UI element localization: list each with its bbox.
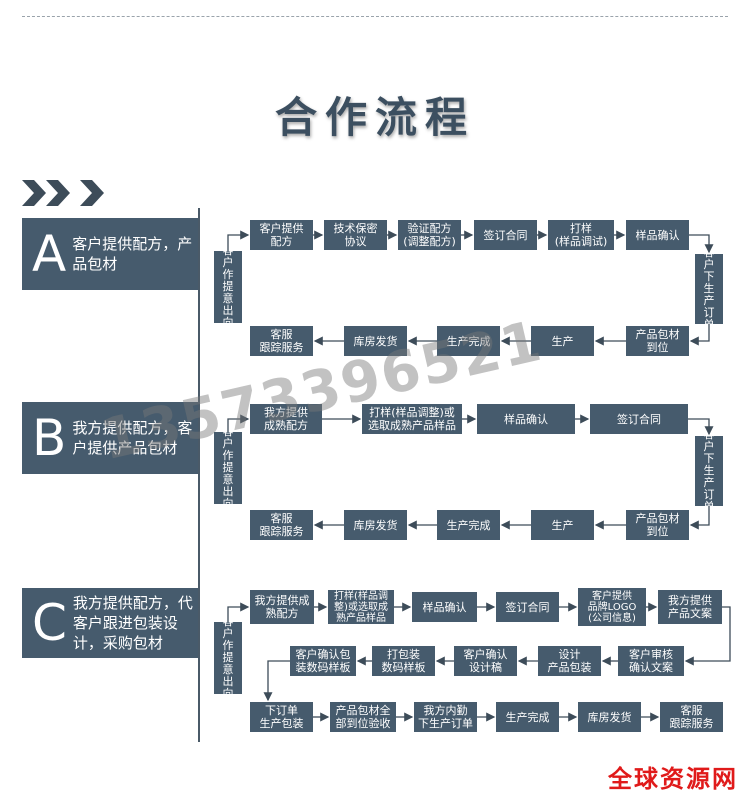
a-bottom-node: 库房发货 <box>344 326 407 356</box>
section-a-letter: A <box>32 225 67 283</box>
c-row3-node: 我方内勤 下生产订单 <box>414 702 477 732</box>
section-a-text: 客户提供配方，产品包材 <box>72 235 193 273</box>
c-row3-node: 客服 跟踪服务 <box>660 702 723 732</box>
b-bottom-node: 客服 跟踪服务 <box>250 510 313 540</box>
c-row3-node: 产品包材全 部到位验收 <box>330 702 396 732</box>
c-row2-node: 打包装 数码样板 <box>372 646 435 676</box>
a-top-node: 验证配方 (调整配方) <box>398 220 461 250</box>
b-bottom-node: 产品包材 到位 <box>626 510 689 540</box>
a-top-node: 客户提供 配方 <box>250 220 313 250</box>
b-top-node: 我方提供 成熟配方 <box>250 404 322 434</box>
a-bottom-node: 客服 跟踪服务 <box>250 326 313 356</box>
b-bottom-node: 生产完成 <box>437 510 500 540</box>
section-c-text: 我方提供配方，代客户跟进包装设计，采购包材 <box>72 594 193 652</box>
a-bottom-node: 生产完成 <box>437 326 500 356</box>
top-dashed-divider <box>22 16 728 17</box>
timeline-vertical-line <box>198 208 200 742</box>
c-row1-node: 签订合同 <box>496 592 559 622</box>
c-row1-node: 我方提供 产品文案 <box>658 590 722 624</box>
c-row3-node: 生产完成 <box>496 702 559 732</box>
c-row1-node: 客户提供 品牌LOGO (公司信息) <box>578 588 646 626</box>
c-row2-node: 设计 产品包装 <box>538 646 601 676</box>
section-b-letter: B <box>32 409 67 467</box>
double-chevron-right-icon <box>22 180 104 206</box>
b-top-node: 样品确认 <box>477 404 575 434</box>
section-c-letter: C <box>32 594 67 652</box>
c-row1-node: 打样(样品调 整)或选取成 熟产品样品 <box>328 590 394 624</box>
section-a-label: A 客户提供配方，产品包材 <box>22 218 198 290</box>
a-top-node: 技术保密 协议 <box>324 220 387 250</box>
a-top-node: 打样 (样品调试) <box>548 220 614 250</box>
c-row3-node: 库房发货 <box>578 702 641 732</box>
c-row2-node: 客户确认包 装数码样板 <box>290 646 356 676</box>
page-title: 合作流程 <box>274 93 475 142</box>
b-top-node: 签订合同 <box>590 404 688 434</box>
c-row1-node: 样品确认 <box>412 592 477 622</box>
b-top-node: 打样(样品调整)或 选取成熟产品样品 <box>362 404 462 434</box>
c-row3-node: 下订单 生产包装 <box>250 702 313 732</box>
c-row2-node: 客户确认 设计稿 <box>454 646 517 676</box>
site-logo: 全球资源网 <box>608 765 738 793</box>
b-bottom-node: 生产 <box>531 510 594 540</box>
b-bottom-node: 库房发货 <box>344 510 407 540</box>
section-b-label: B 我方提供配方，客户提供产品包材 <box>22 402 198 474</box>
section-c-label: C 我方提供配方，代客户跟进包装设计，采购包材 <box>22 588 198 658</box>
a-bottom-node: 产品包材 到位 <box>626 326 689 356</box>
c-row2-node: 客户审核 确认文案 <box>618 646 684 676</box>
c-row1-node: 我方提供成 熟配方 <box>250 590 314 624</box>
a-top-node: 样品确认 <box>626 220 689 250</box>
a-top-node: 签订合同 <box>474 220 537 250</box>
a-bottom-node: 生产 <box>531 326 594 356</box>
section-b-text: 我方提供配方，客户提供产品包材 <box>72 419 193 457</box>
section-b-start-node: 客户作提意出向 <box>214 426 242 510</box>
